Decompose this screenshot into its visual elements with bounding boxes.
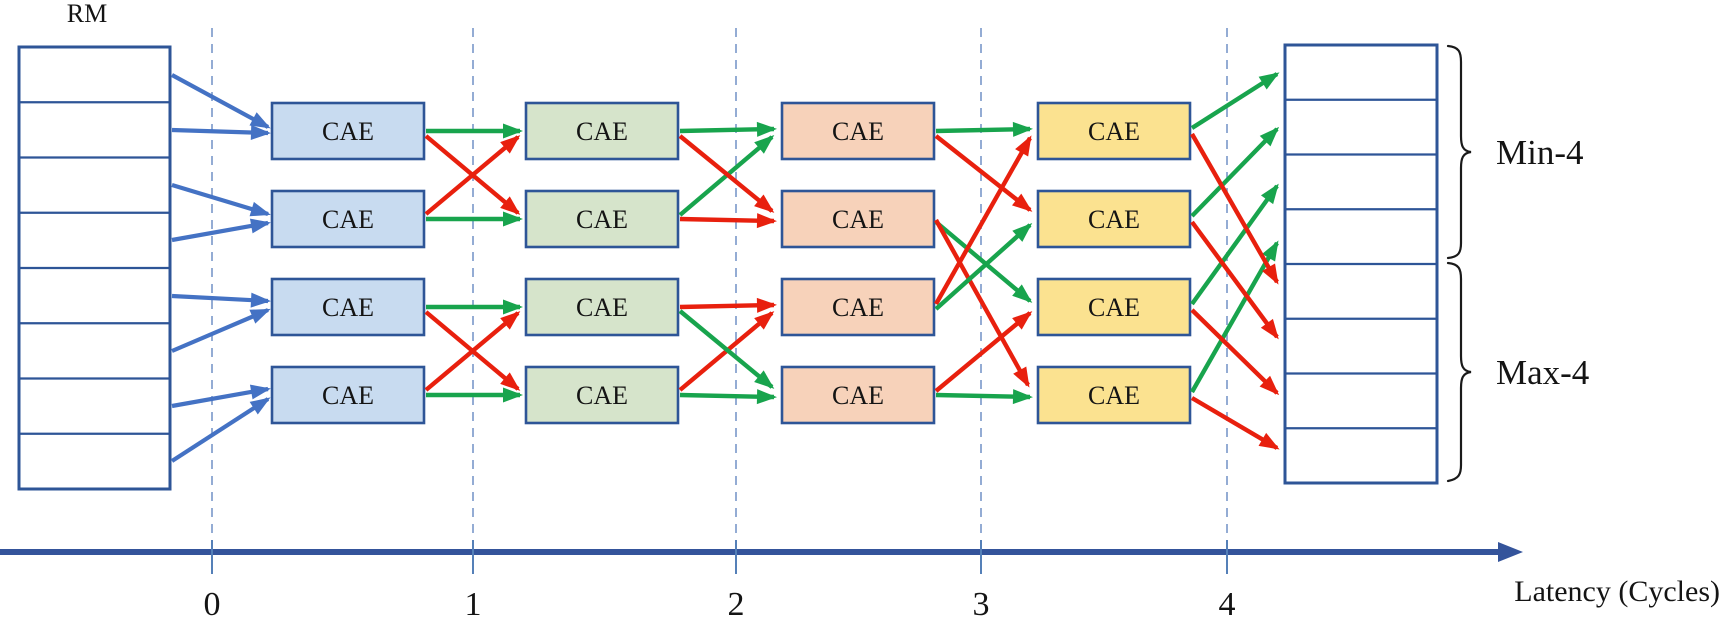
arrow-red — [934, 135, 1032, 306]
stage2-to-stage3-arrows — [678, 121, 777, 405]
cae-label: CAE — [1088, 293, 1140, 322]
arrow-green — [1190, 126, 1280, 218]
latency-axis: 0 1 2 3 4 Latency (Cycles) — [0, 540, 1720, 619]
cae-column-stage-1: CAE CAE CAE CAE — [270, 101, 426, 425]
arrow-green — [679, 389, 777, 405]
cae-label: CAE — [1088, 117, 1140, 146]
arrow-green — [678, 309, 775, 389]
cae-column-stage-2: CAE CAE CAE CAE — [524, 101, 680, 425]
cae-box — [780, 365, 936, 425]
cae-box — [1036, 189, 1192, 249]
cae-label: CAE — [576, 205, 628, 234]
min4-brace — [1446, 44, 1472, 260]
arrow-red — [679, 213, 777, 229]
cae-label: CAE — [832, 205, 884, 234]
cae-label: CAE — [322, 293, 374, 322]
cae-column-stage-3: CAE CAE CAE CAE — [780, 101, 936, 425]
cae-box — [780, 277, 936, 337]
arrow-red — [1190, 308, 1280, 396]
axis-tick-label-4: 4 — [1219, 586, 1236, 619]
cae-box — [1036, 365, 1192, 425]
axis-tick-label-3: 3 — [973, 586, 990, 619]
cae-box — [1036, 277, 1192, 337]
output-group-annotations: Min-4 Max-4 — [1446, 44, 1589, 483]
arrow-blue — [171, 292, 271, 308]
cae-box — [524, 189, 680, 249]
arrow-green — [679, 121, 777, 137]
arrow-red — [1190, 396, 1280, 450]
output-register — [1283, 43, 1439, 485]
arrow-red — [934, 311, 1033, 393]
stage4-to-output-arrows — [1190, 72, 1280, 450]
cae-label: CAE — [322, 381, 374, 410]
arrow-green — [934, 220, 1033, 303]
cae-column-stage-4: CAE CAE CAE CAE — [1036, 101, 1192, 425]
cae-box — [780, 189, 936, 249]
cae-box — [524, 277, 680, 337]
arrow-blue — [171, 384, 271, 409]
arrow-red — [1190, 220, 1279, 340]
arrow-green — [1190, 72, 1280, 130]
arrow-red — [679, 297, 777, 313]
axis-tick-label-2: 2 — [728, 586, 745, 619]
cae-box — [1036, 101, 1192, 161]
stage1-to-stage2-arrows — [424, 123, 523, 403]
cae-label: CAE — [832, 117, 884, 146]
axis-tick-label-0: 0 — [204, 586, 221, 619]
arrow-red — [424, 135, 521, 216]
arrow-blue — [171, 218, 271, 243]
cae-label: CAE — [576, 381, 628, 410]
arrow-blue — [170, 73, 271, 129]
arrow-blue — [171, 182, 271, 217]
arrow-blue — [170, 397, 271, 463]
cae-box — [780, 101, 936, 161]
arrow-red — [934, 134, 1033, 212]
cae-box — [524, 101, 680, 161]
axis-arrowhead-icon — [1498, 542, 1523, 562]
cae-box — [270, 189, 426, 249]
arrow-green — [935, 121, 1033, 137]
arrow-blue — [171, 308, 271, 353]
cae-label: CAE — [1088, 205, 1140, 234]
min4-label: Min-4 — [1496, 133, 1584, 172]
arrow-red — [934, 218, 1030, 388]
cae-label: CAE — [322, 117, 374, 146]
cae-box — [270, 101, 426, 161]
cae-box — [270, 365, 426, 425]
cae-label: CAE — [322, 205, 374, 234]
cae-label: CAE — [576, 293, 628, 322]
cae-box — [270, 277, 426, 337]
max4-brace — [1446, 261, 1472, 483]
stage3-to-stage4-arrows — [934, 121, 1033, 405]
arrow-green — [934, 223, 1033, 311]
cae-label: CAE — [832, 381, 884, 410]
cae-label: CAE — [1088, 381, 1140, 410]
axis-tick-label-1: 1 — [465, 586, 482, 619]
max4-label: Max-4 — [1496, 353, 1589, 392]
rm-label: RM — [67, 0, 107, 28]
arrow-green — [1190, 183, 1279, 306]
cae-label: CAE — [832, 293, 884, 322]
cycle-boundary-lines — [211, 28, 1228, 540]
axis-title: Latency (Cycles) — [1514, 575, 1720, 608]
arrow-red — [1190, 132, 1279, 285]
arrow-red — [678, 134, 775, 213]
rm-register: RM — [17, 0, 172, 491]
arrow-red — [424, 311, 521, 392]
rm-to-stage1-arrows — [170, 73, 271, 463]
cae-label: CAE — [576, 117, 628, 146]
arrow-blue — [171, 124, 271, 140]
arrow-green — [935, 389, 1033, 405]
cae-box — [524, 365, 680, 425]
